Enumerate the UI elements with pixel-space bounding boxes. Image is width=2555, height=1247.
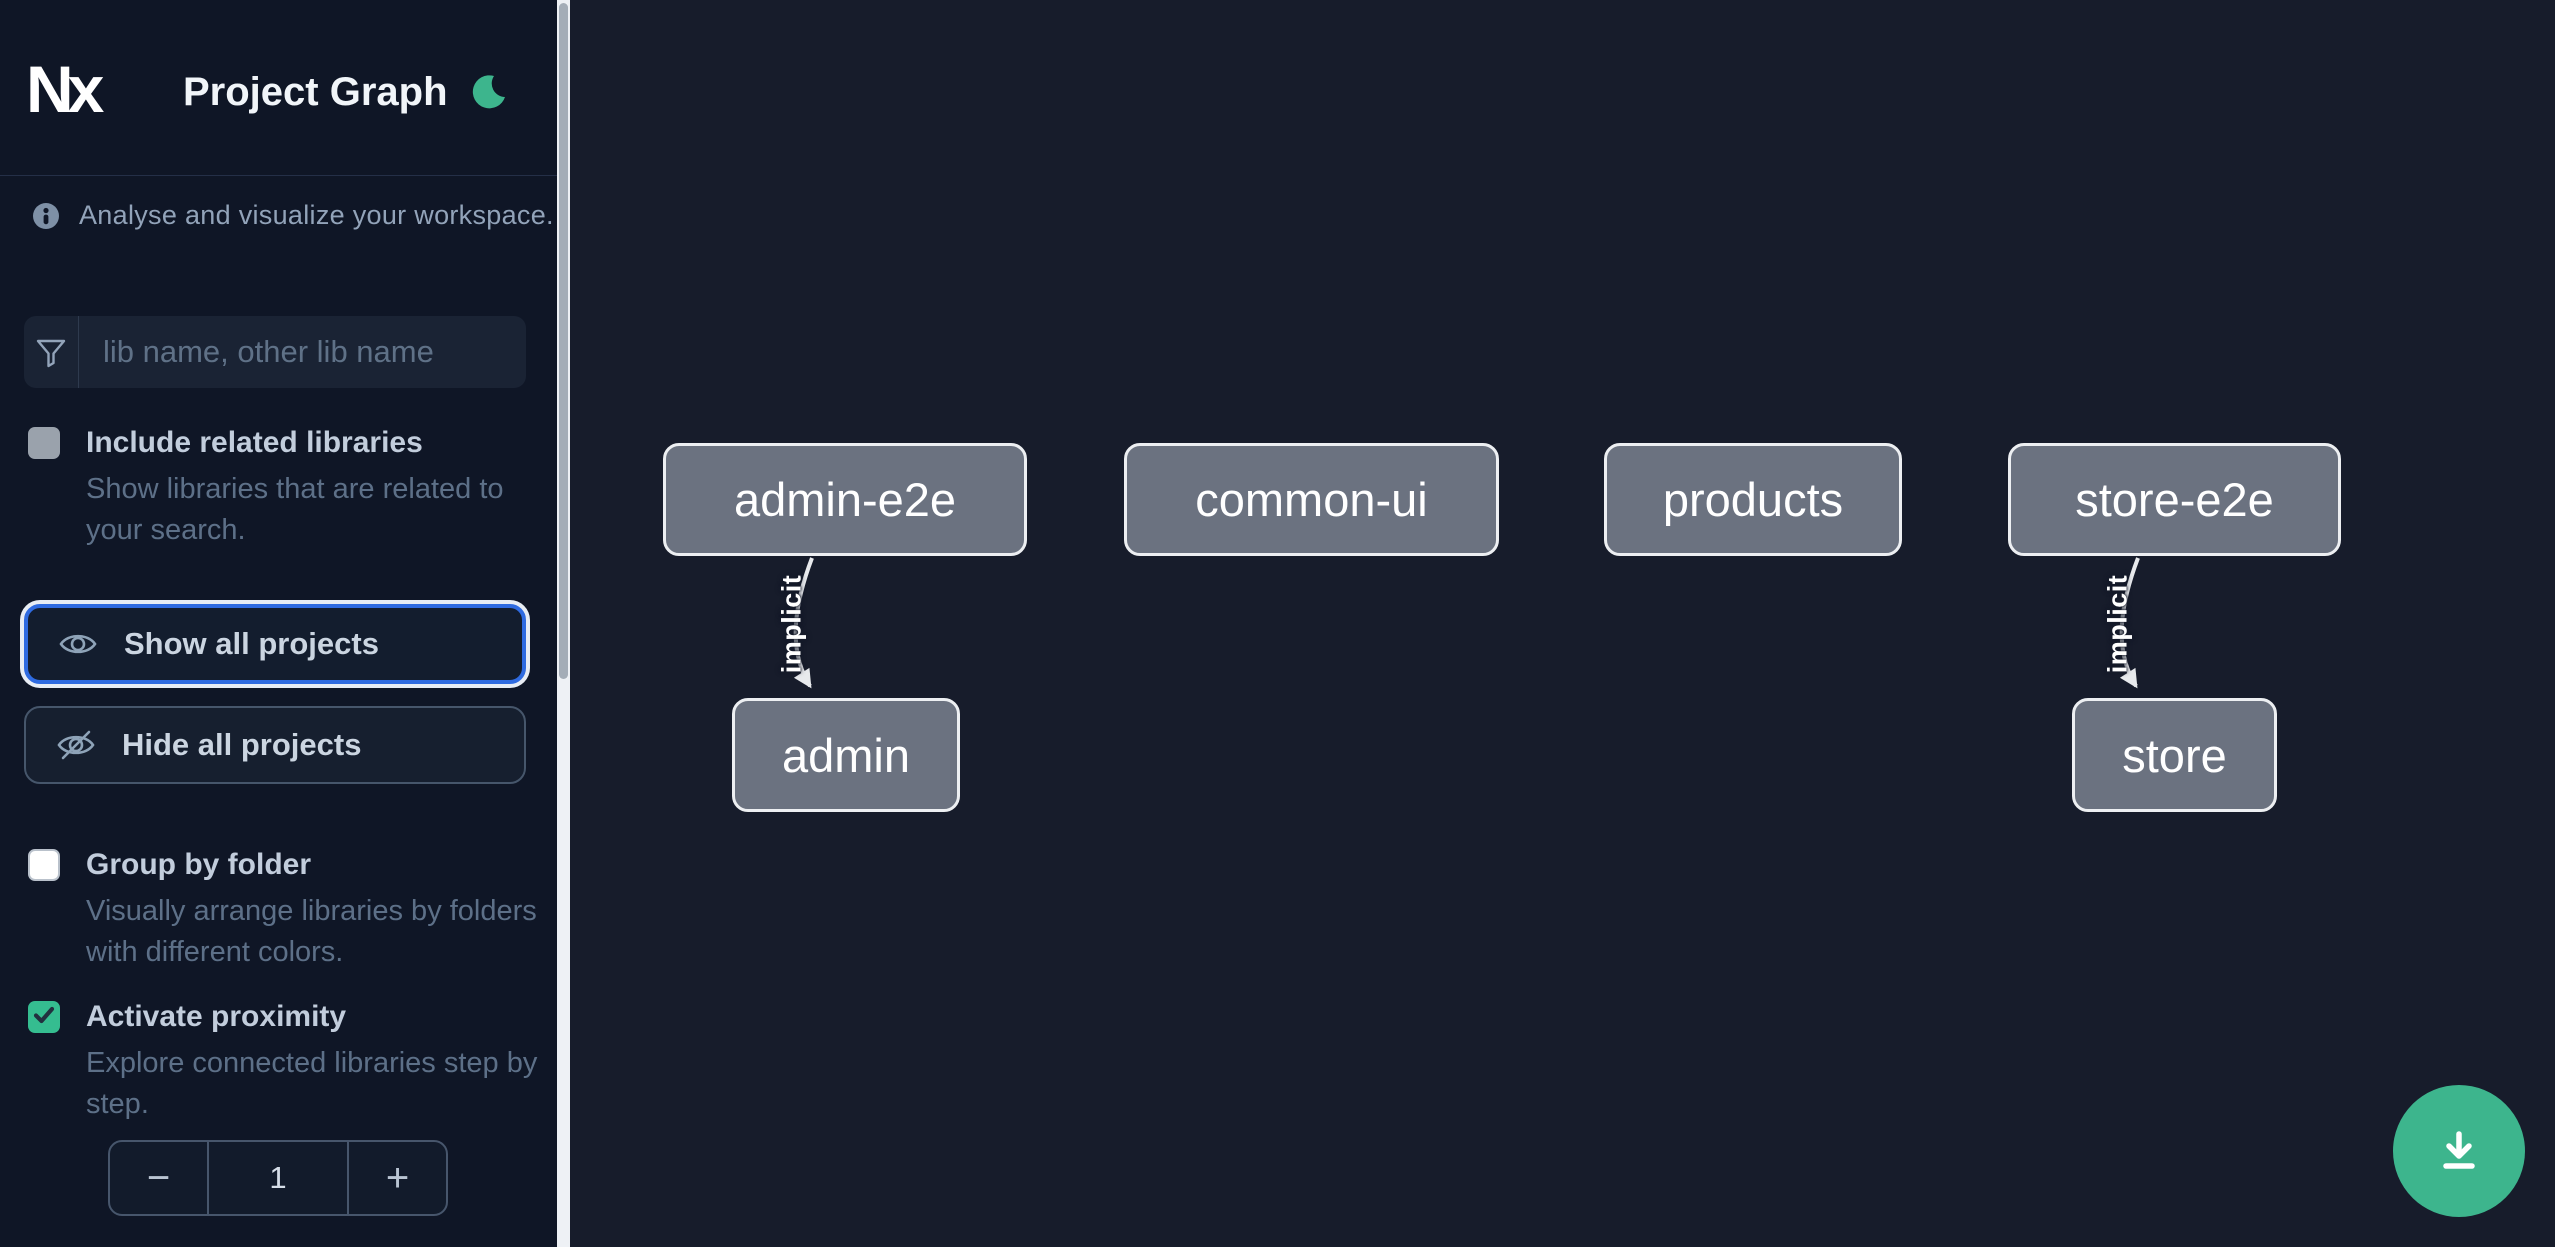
include-related-checkbox[interactable]: [28, 427, 60, 459]
tagline-text: Analyse and visualize your workspace.: [79, 200, 554, 230]
sidebar: Nx Project Graph Analyse and visualize y…: [0, 0, 570, 1247]
workspace-info: Analyse and visualize your workspace.: [33, 200, 554, 231]
project-graph-canvas[interactable]: implicit implicit admin-e2e common-ui pr…: [570, 0, 2555, 1247]
activate-proximity-checkbox[interactable]: [28, 1001, 60, 1033]
download-icon: [2431, 1122, 2487, 1181]
option-group-by-folder: Group by folder Visually arrange librari…: [28, 847, 537, 973]
nx-logo: Nx: [26, 52, 104, 126]
theme-toggle-button[interactable]: [469, 72, 509, 112]
project-node-store-e2e[interactable]: store-e2e: [2008, 443, 2341, 556]
show-all-projects-button[interactable]: Show all projects: [24, 604, 526, 684]
hide-all-projects-button[interactable]: Hide all projects: [24, 706, 526, 784]
button-label: Show all projects: [124, 626, 379, 661]
checkmark-icon: [32, 1003, 56, 1032]
project-node-admin[interactable]: admin: [732, 698, 960, 812]
funnel-icon: [24, 316, 79, 388]
sidebar-scrollbar-thumb[interactable]: [559, 3, 568, 679]
option-label: Activate proximity: [86, 1000, 347, 1033]
sidebar-scrollbar-track: [557, 0, 570, 1247]
increment-button[interactable]: +: [347, 1142, 446, 1214]
search-box: [24, 316, 526, 388]
edge-store-e2e-to-store[interactable]: [2119, 557, 2140, 689]
option-description: Show libraries that are related to your …: [86, 473, 504, 546]
group-by-folder-checkbox[interactable]: [28, 849, 60, 881]
info-icon: [33, 202, 59, 229]
page-title: Project Graph: [183, 70, 448, 114]
project-node-products[interactable]: products: [1604, 443, 1902, 556]
button-label: Hide all projects: [122, 727, 362, 762]
option-include-related: Include related libraries Show libraries…: [28, 425, 528, 551]
option-description: Visually arrange libraries by folders wi…: [86, 895, 537, 968]
eye-off-icon: [56, 725, 96, 765]
proximity-depth-stepper: − 1 +: [108, 1140, 448, 1216]
decrement-button[interactable]: −: [110, 1142, 209, 1214]
graph-edges: [793, 557, 2140, 689]
project-node-store[interactable]: store: [2072, 698, 2277, 812]
search-input[interactable]: [79, 316, 526, 388]
option-label: Include related libraries: [86, 426, 423, 459]
edge-admin-e2e-to-admin[interactable]: [793, 557, 814, 689]
option-description: Explore connected libraries step by step…: [86, 1047, 538, 1120]
depth-value[interactable]: 1: [269, 1160, 287, 1195]
option-label: Group by folder: [86, 848, 311, 881]
eye-icon: [58, 624, 98, 664]
sidebar-header: Nx Project Graph: [0, 0, 557, 176]
project-node-admin-e2e[interactable]: admin-e2e: [663, 443, 1027, 556]
download-image-button[interactable]: [2393, 1085, 2525, 1217]
option-activate-proximity: Activate proximity Explore connected lib…: [28, 999, 537, 1125]
moon-icon: [469, 75, 509, 115]
project-node-common-ui[interactable]: common-ui: [1124, 443, 1499, 556]
